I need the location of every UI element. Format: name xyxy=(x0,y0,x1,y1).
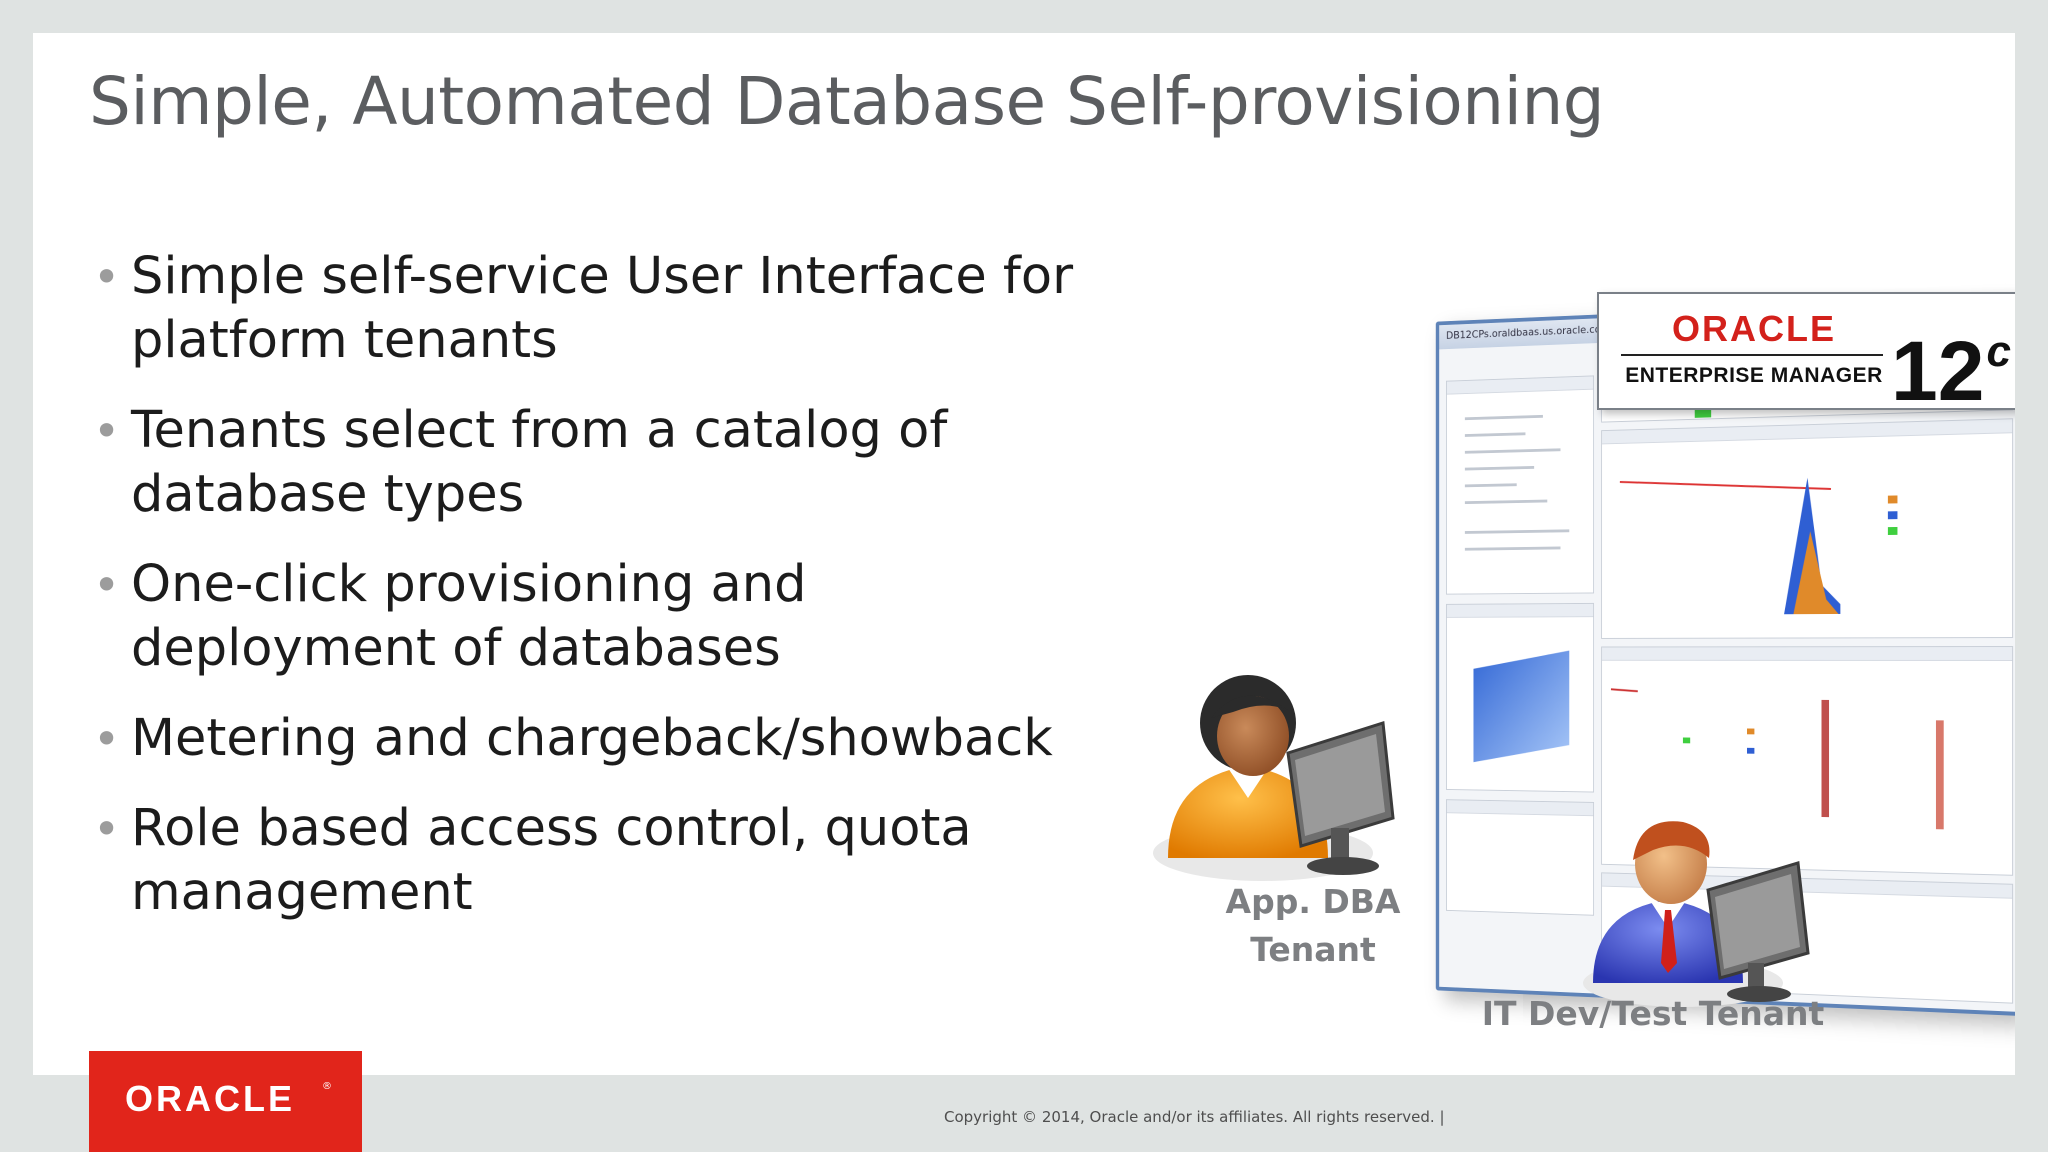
slide-title: Simple, Automated Database Self-provisio… xyxy=(89,63,1605,140)
app-dba-label-line1: App. DBA xyxy=(1225,882,1401,921)
copyright-text: Copyright © 2014, Oracle and/or its affi… xyxy=(944,1108,1445,1126)
oracle-wordmark: ORACLE xyxy=(125,1078,295,1119)
em-oracle-wordmark: ORACLE xyxy=(1672,308,1836,349)
bullet-item: Tenants select from a catalog of databas… xyxy=(93,399,1103,527)
em-version: 12c xyxy=(1891,302,2011,421)
tenant-tiles xyxy=(1473,650,1570,763)
em12c-logo: ORACLE ENTERPRISE MANAGER 12c xyxy=(1597,292,2015,418)
app-dba-label-line2: Tenant xyxy=(1250,930,1376,969)
performance-chart-panel xyxy=(1601,418,2014,639)
bullet-item: Metering and chargeback/showback xyxy=(93,707,1103,771)
oracle-footer-logo: ORACLE ® xyxy=(89,1051,362,1152)
bullet-item: Simple self-service User Interface for p… xyxy=(93,245,1103,373)
it-dev-test-label: IT Dev/Test Tenant xyxy=(1481,994,1825,1033)
bullet-list: Simple self-service User Interface for p… xyxy=(93,245,1103,951)
em-version-number: 12 xyxy=(1891,324,1985,418)
bullet-item: Role based access control, quota managem… xyxy=(93,797,1103,925)
illustration: DB12CPs.oraldbaas.us.oracle.com xyxy=(1143,258,2015,1073)
em-version-suffix: c xyxy=(1986,327,2011,376)
logo-divider xyxy=(1621,354,1883,356)
app-dba-label: App. DBA Tenant xyxy=(1213,878,1413,974)
registered-mark-icon: ® xyxy=(322,1081,332,1092)
monitoring-panel xyxy=(1446,799,1595,916)
app-dba-user-icon xyxy=(1153,675,1395,881)
activity-chart xyxy=(1602,433,1898,615)
bullet-item: One-click provisioning and deployment of… xyxy=(93,553,1103,681)
em-product-name: ENTERPRISE MANAGER xyxy=(1625,364,1883,387)
slide: Simple, Automated Database Self-provisio… xyxy=(33,33,2015,1075)
it-dev-test-user-icon xyxy=(1583,821,1810,1007)
